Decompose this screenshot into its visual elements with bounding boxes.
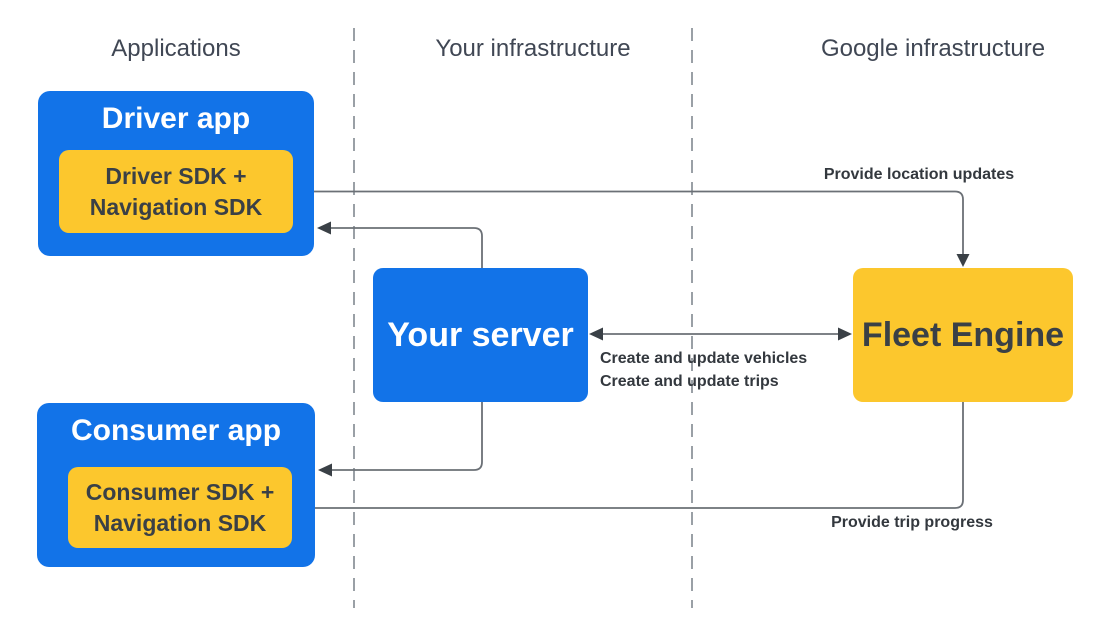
- lane-divider-right: [691, 28, 693, 608]
- label-create-and-update-line1: Create and update vehicles: [600, 350, 808, 367]
- driver-sdk-label-line2: Navigation SDK: [89, 193, 263, 220]
- your-server-title: Your server: [387, 315, 574, 354]
- arrow-server-to-consumer-app: [318, 402, 483, 477]
- arrow-provide-trip-progress: [293, 402, 964, 515]
- label-provide-location-updates: Provide location updates: [823, 166, 1015, 183]
- arrow-server-to-driver-app: [317, 221, 483, 268]
- your-server-node: Your server: [373, 268, 588, 402]
- fleet-engine-node: Fleet Engine: [853, 268, 1073, 402]
- driver-app-node: Driver app Driver SDK + Navigation SDK: [38, 91, 314, 256]
- driver-sdk-label-line1: Driver SDK +: [105, 162, 247, 189]
- consumer-sdk-label-line1: Consumer SDK +: [85, 478, 275, 505]
- fleet-engine-title: Fleet Engine: [861, 315, 1065, 354]
- arrow-server-fleet-engine-bidirectional: [589, 327, 852, 341]
- column-header-google-infrastructure: Google infrastructure: [820, 35, 1046, 62]
- driver-sdk-node: Driver SDK + Navigation SDK: [59, 150, 293, 233]
- column-header-applications: Applications: [111, 35, 241, 62]
- driver-app-title: Driver app: [101, 102, 251, 135]
- consumer-sdk-label-line2: Navigation SDK: [93, 509, 267, 536]
- label-create-and-update: Create and update vehicles Create and up…: [600, 347, 807, 393]
- label-create-and-update-line2: Create and update trips: [600, 373, 779, 390]
- lane-divider-left: [353, 28, 355, 608]
- arrow-provide-location-updates: [293, 190, 970, 267]
- consumer-app-title: Consumer app: [70, 414, 282, 447]
- consumer-app-node: Consumer app Consumer SDK + Navigation S…: [37, 403, 315, 567]
- consumer-sdk-node: Consumer SDK + Navigation SDK: [68, 467, 292, 548]
- label-provide-trip-progress: Provide trip progress: [831, 514, 993, 531]
- column-header-your-infrastructure: Your infrastructure: [435, 35, 631, 62]
